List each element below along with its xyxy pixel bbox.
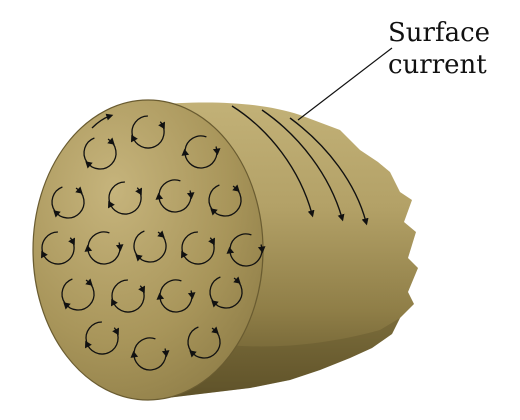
current-loop-arc	[108, 181, 142, 215]
current-loop-icon	[209, 276, 243, 309]
current-loop-icon	[111, 279, 145, 313]
arrowhead-icon	[68, 237, 75, 246]
current-loop-arc	[83, 137, 117, 170]
cylinder-body-shade	[150, 318, 400, 400]
arrowhead-icon	[211, 326, 219, 334]
arrowhead-icon	[112, 327, 119, 336]
current-loop-arc	[87, 231, 121, 265]
current-loop-icon	[156, 279, 196, 313]
surface-current-label-line-2: current	[388, 50, 487, 80]
current-loop-icon	[226, 233, 266, 267]
arrowhead-icon	[232, 184, 240, 192]
label-leader-line	[297, 47, 393, 121]
current-loop-icon	[61, 278, 95, 311]
arrowhead-icon	[181, 148, 190, 156]
surface-current-arrow-1	[231, 105, 315, 218]
arrowhead-icon	[210, 208, 218, 216]
arrowhead-icon	[85, 161, 93, 169]
current-loop-arc	[158, 179, 192, 213]
arrowhead-icon	[75, 186, 83, 194]
arrowhead-icon	[130, 350, 139, 358]
surface-current-arrow-3	[289, 117, 369, 226]
surface-current-arrow-2	[261, 109, 345, 222]
current-loop-icon	[108, 181, 142, 215]
current-loop-icon	[84, 231, 124, 265]
arrowhead-icon	[156, 292, 165, 300]
current-loop-icon	[51, 186, 85, 219]
arrowhead-icon	[181, 250, 188, 259]
current-loop-icon	[181, 135, 221, 169]
arrowhead-icon	[84, 244, 93, 252]
face-edge-current-arrow	[91, 113, 114, 129]
arrowhead-icon	[189, 350, 197, 358]
arrowhead-icon	[187, 292, 196, 300]
current-loop-arc	[209, 276, 243, 309]
current-loop-arc	[85, 321, 119, 355]
arrowhead-icon	[108, 200, 115, 209]
current-loop-icon	[131, 115, 165, 149]
current-loop-arc	[208, 184, 242, 217]
arrowhead-icon	[138, 285, 145, 294]
current-loops-group	[41, 115, 266, 371]
current-loop-icon	[155, 179, 195, 213]
arrowhead-icon	[135, 254, 143, 262]
current-loop-icon	[83, 137, 117, 170]
current-loop-arc	[131, 115, 165, 149]
current-loop-icon	[187, 326, 221, 359]
current-loop-arc	[61, 278, 95, 311]
current-loop-arc	[181, 231, 215, 265]
current-loop-icon	[41, 231, 75, 265]
arrowhead-icon	[257, 246, 266, 254]
current-loop-arc	[51, 186, 85, 219]
current-loop-arc	[133, 337, 167, 371]
arrowhead-icon	[212, 148, 221, 156]
current-loop-arc	[159, 279, 193, 313]
current-loop-arc	[184, 135, 218, 169]
arrowhead-icon	[85, 340, 92, 349]
surface-current-label-line-1: Surface	[388, 18, 491, 48]
arrowhead-icon	[111, 298, 118, 307]
current-loop-arc	[229, 233, 263, 267]
arrowhead-icon	[157, 230, 165, 238]
arrowhead-icon	[158, 121, 165, 130]
current-loop-arc	[41, 231, 75, 265]
arrowhead-icon	[41, 250, 48, 259]
current-loop-icon	[130, 337, 170, 371]
arrowhead-icon	[161, 350, 170, 358]
current-loop-icon	[133, 230, 167, 263]
arrowhead-icon	[211, 300, 219, 308]
arrowhead-icon	[85, 278, 93, 286]
arrowhead-icon	[155, 192, 164, 200]
arrowhead-icon	[107, 137, 115, 145]
current-loop-icon	[181, 231, 215, 265]
arrowhead-icon	[208, 237, 215, 246]
current-loop-icon	[208, 184, 242, 217]
arrowhead-icon	[226, 246, 235, 254]
arrowhead-icon	[186, 192, 195, 200]
current-loop-icon	[85, 321, 119, 355]
arrowhead-icon	[131, 134, 138, 143]
arrowhead-icon	[135, 187, 142, 196]
current-loop-arc	[111, 279, 145, 313]
arrowhead-icon	[233, 276, 241, 284]
arrowhead-icon	[115, 244, 124, 252]
current-loop-arc	[187, 326, 221, 359]
current-loop-arc	[133, 230, 167, 263]
arrowhead-icon	[53, 210, 61, 218]
arrowhead-icon	[63, 302, 71, 310]
